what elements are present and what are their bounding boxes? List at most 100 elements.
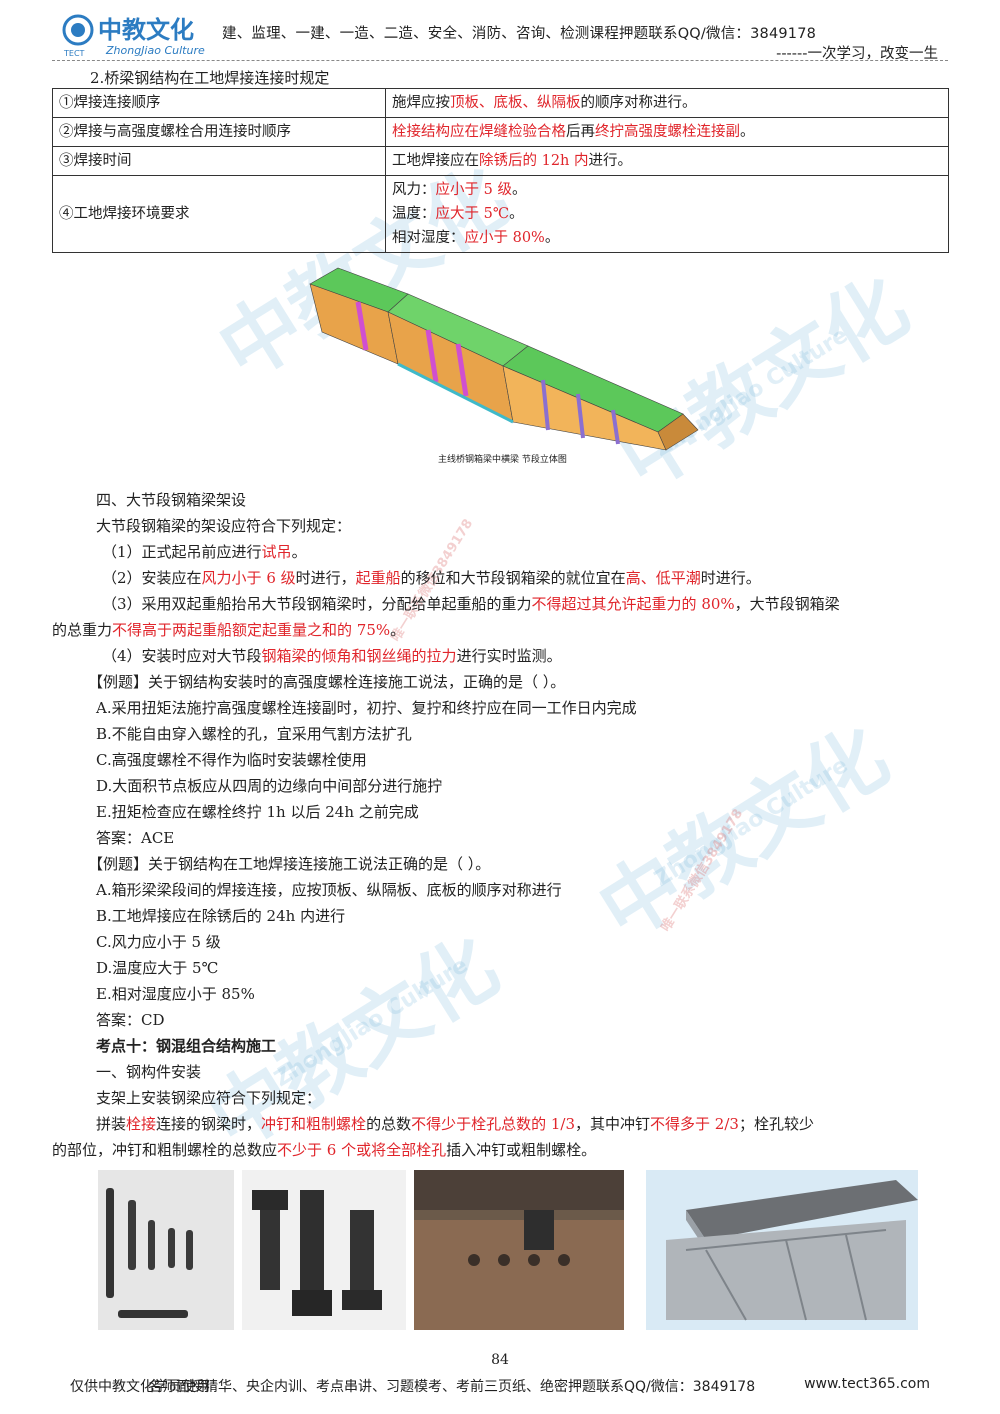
table-cell-label: ③焊接时间 [52, 146, 386, 176]
section4-heading: 四、大节段钢箱梁架设 [96, 491, 247, 509]
header-divider [52, 60, 948, 61]
text-span: 进行。 [588, 153, 633, 169]
section4-intro: 大节段钢箱梁的架设应符合下列规定： [96, 517, 352, 535]
figure-caption: 主线桥钢箱梁中横梁 节段立体图 [438, 453, 567, 464]
rule-line: 风力：应小于 5 级。 [392, 178, 942, 202]
text-span: 拼装 [96, 1115, 127, 1133]
text-span: 的总数 [366, 1115, 412, 1133]
text-span: 工地焊接应在 [392, 153, 479, 169]
logo-cn-text: 中教文化 [98, 16, 194, 44]
example2-answer: 答案：CD [96, 1011, 165, 1029]
point10-heading: 考点十：钢混组合结构施工 [96, 1037, 277, 1055]
highlighted-text: 高、低平潮 [625, 569, 701, 587]
example2-question: 【例题】关于钢结构在工地焊接连接施工说法正确的是（ ）。 [88, 855, 491, 873]
table-row: ③焊接时间工地焊接应在除锈后的 12h 内进行。 [52, 146, 949, 176]
text-span: 后再 [566, 124, 595, 140]
table-cell-label: ①焊接连接顺序 [52, 88, 386, 118]
highlighted-text: 冲钉和粗制螺栓 [261, 1115, 367, 1133]
steel-box-girder-figure: 主线桥钢箱梁中横梁 节段立体图 [298, 254, 738, 465]
text-span: ，大节段钢箱梁 [734, 595, 840, 613]
table-cell-rule: 栓接结构应在焊缝检验合格后再终拧高强度螺栓连接副。 [385, 117, 949, 147]
text-span: 。 [740, 124, 755, 140]
example1-option: B.不能自由穿入螺栓的孔，宜采用气割方法扩孔 [96, 725, 412, 743]
section-title: 2.桥梁钢结构在工地焊接连接时规定 [90, 69, 330, 87]
text-span: 的总重力 [52, 621, 113, 639]
watermark: ZhongJiao Culture [270, 952, 473, 1093]
text-span: ，其中冲钉 [575, 1115, 651, 1133]
text-span: 的部位，冲钉和粗制螺栓的总数应 [52, 1141, 278, 1159]
point10-rule-line: 的部位，冲钉和粗制螺栓的总数应不少于 6 个或将全部栓孔插入冲钉或粗制螺栓。 [52, 1140, 596, 1160]
table-cell-rule: 施焊应按顶板、底板、纵隔板的顺序对称进行。 [385, 88, 949, 118]
example1-option: C.高强度螺栓不得作为临时安装螺栓使用 [96, 751, 367, 769]
table-row: ④工地焊接环境要求风力：应小于 5 级。温度：应大于 5℃。相对湿度：应小于 8… [52, 175, 949, 253]
highlighted-text: 不得多于 2/3 [650, 1115, 739, 1133]
highlighted-text: 顶板、底板、纵隔板 [450, 95, 581, 111]
text-span: （3）采用双起重船抬吊大节段钢箱梁时，分配给单起重船的重力 [102, 595, 532, 613]
example1-option: D.大面积节点板应从四周的边缘向中间部分进行施拧 [96, 777, 443, 795]
text-span: 。 [291, 543, 307, 561]
text-span: 时进行， [295, 569, 356, 587]
highlighted-text: 除锈后的 12h 内 [479, 153, 589, 169]
example2-option: B.工地焊接应在除锈后的 24h 内进行 [96, 907, 346, 925]
point10-intro: 支架上安装钢梁应符合下列规定： [96, 1089, 322, 1107]
highlighted-text: 起重船 [355, 569, 401, 587]
footer-left-text: 仅供中教文化学员使用 [70, 1379, 210, 1395]
table-row: ②焊接与高强度螺栓合用连接时顺序栓接结构应在焊缝检验合格后再终拧高强度螺栓连接副… [52, 117, 949, 147]
example1-option: E.扭矩检查应在螺栓终拧 1h 以后 24h 之前完成 [96, 803, 419, 821]
rule-line: 相对湿度：应小于 80%。 [392, 226, 942, 250]
bolts-photo [242, 1170, 406, 1330]
composite-girder-photo [646, 1170, 918, 1330]
example2-option: A.箱形梁梁段间的焊接连接，应按顶板、纵隔板、底板的顺序对称进行 [96, 881, 562, 899]
welding-rules-table: ①焊接连接顺序施焊应按顶板、底板、纵隔板的顺序对称进行。②焊接与高强度螺栓合用连… [52, 88, 949, 253]
highlighted-text: 应小于 80% [464, 230, 545, 246]
example2-option: E.相对湿度应小于 85% [96, 985, 255, 1003]
text-span: 。 [390, 621, 406, 639]
text-span: 的移位和大节段钢箱梁的就位宜在 [400, 569, 626, 587]
text-span: 温度： [392, 206, 436, 222]
highlighted-text: 不得超过其允许起重力的 80% [531, 595, 735, 613]
header-courses: 建、监理、一建、一造、二造、安全、消防、咨询、检测课程押题联系QQ/微信：384… [222, 26, 817, 42]
highlighted-text: 应大于 5℃ [435, 206, 510, 222]
highlighted-text: 不少于 6 个或将全部栓孔 [277, 1141, 447, 1159]
logo-en-text: ZhongJiao Culture [105, 44, 205, 57]
watermark: 唯一联系微信3849178 [658, 806, 747, 935]
text-span: 时进行。 [700, 569, 761, 587]
text-span: 进行实时监测。 [456, 647, 562, 665]
highlighted-text: 栓接结构应在焊缝检验合格 [392, 124, 566, 140]
point10-rule-line: 拼装栓接连接的钢梁时，冲钉和粗制螺栓的总数不得少于栓孔总数的 1/3，其中冲钉不… [96, 1114, 814, 1134]
text-span: 连接的钢梁时， [156, 1115, 262, 1133]
highlighted-text: 风力小于 6 级 [201, 569, 296, 587]
page-number: 84 [491, 1352, 509, 1368]
text-span: 风力： [392, 182, 436, 198]
logo-abbr-text: TECT [63, 49, 85, 58]
table-row: ①焊接连接顺序施焊应按顶板、底板、纵隔板的顺序对称进行。 [52, 88, 949, 118]
section4-item: （1）正式起吊前应进行试吊。 [102, 542, 307, 562]
example1-option: A.采用扭矩法施拧高强度螺栓连接副时，初拧、复拧和终拧应在同一工作日内完成 [96, 699, 637, 717]
highlighted-text: 终拧高强度螺栓连接副 [595, 124, 740, 140]
example2-option: C.风力应小于 5 级 [96, 933, 221, 951]
text-span: 相对湿度： [392, 230, 465, 246]
text-span: 。 [509, 206, 524, 222]
section4-item: （3）采用双起重船抬吊大节段钢箱梁时，分配给单起重船的重力不得超过其允许起重力的… [102, 594, 840, 614]
example1-question: 【例题】关于钢结构安装时的高强度螺栓连接施工说法，正确的是（ ）。 [88, 673, 566, 691]
example1-answer: 答案：ACE [96, 829, 175, 847]
highlighted-text: 应小于 5 级 [435, 182, 512, 198]
table-cell-rule: 工地焊接应在除锈后的 12h 内进行。 [385, 146, 949, 176]
footer-website: www.tect365.com [804, 1376, 930, 1392]
point10-subheading: 一、钢构件安装 [96, 1063, 202, 1081]
highlighted-text: 不得少于栓孔总数的 1/3 [411, 1115, 575, 1133]
text-span: 插入冲钉或粗制螺栓。 [446, 1141, 597, 1159]
steel-joint-photo [414, 1170, 624, 1330]
watermark: 中教文化 [583, 709, 904, 958]
table-cell-label: ②焊接与高强度螺栓合用连接时顺序 [52, 117, 386, 147]
highlighted-text: 试吊 [261, 543, 292, 561]
text-span: （2）安装应在 [102, 569, 202, 587]
section4-item: 的总重力不得高于两起重船额定起重量之和的 75%。 [52, 620, 405, 640]
section4-item: （2）安装应在风力小于 6 级时进行，起重船的移位和大节段钢箱梁的就位宜在高、低… [102, 568, 761, 588]
highlighted-text: 栓接 [126, 1115, 157, 1133]
footer-center-text: 名师面授精华、央企内训、考点串讲、习题模考、考前三页纸、绝密押题联系QQ/微信：… [148, 1379, 756, 1395]
drift-pins-photo [98, 1170, 234, 1330]
text-span: 的顺序对称进行。 [580, 95, 697, 111]
text-span: 施焊应按 [392, 95, 450, 111]
text-span: 。 [511, 182, 527, 198]
